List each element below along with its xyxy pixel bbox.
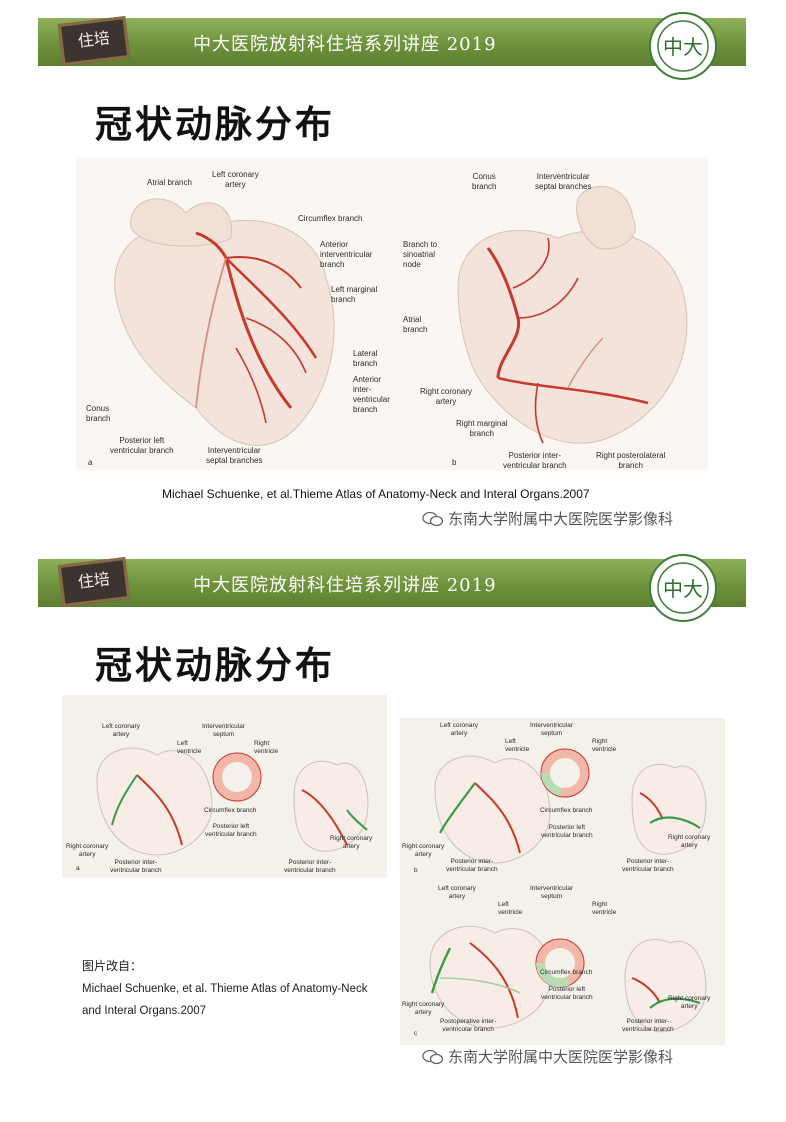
label-left-ventricle: Left ventricle [177, 740, 202, 755]
wechat-icon [422, 511, 444, 526]
chalkboard-badge: 住培 [57, 557, 131, 607]
label-atrial-branch: Atrial branch [147, 178, 192, 187]
label-circumflex-branch: Circumflex branch [204, 807, 257, 814]
label-posterior-interventricular-branch-2: Posterior inter- ventricular branch [622, 858, 674, 873]
diagram-panel-c: Left coronary artery Interventricular se… [400, 883, 725, 1045]
label-left-coronary-artery: Left coronary artery [212, 170, 259, 189]
label-right-coronary-artery: Right coronary artery [420, 387, 473, 406]
label-right-coronary-artery-2: Right coronary artery [668, 834, 711, 849]
label-posterior-interventricular-branch: Posterior inter- ventricular branch [446, 858, 498, 873]
label-interventricular-septum: Interventricular septum [530, 885, 573, 900]
label-interventricular-septal-branches: Interventricular septal branches [206, 446, 263, 465]
label-left-coronary-artery: Left coronary artery [440, 722, 478, 737]
label-right-coronary-artery: Right coronary artery [402, 843, 445, 858]
label-posterior-left-ventricular-branch: Posterior left ventricular branch [110, 436, 174, 455]
label-postoperative-interventricular-branch: Postoperative inter- ventricular branch [440, 1018, 497, 1033]
label-right-ventricle: Right ventricle [254, 740, 279, 755]
figure-b-letter: b [452, 458, 457, 467]
watermark-text: 东南大学附属中大医院医学影像科 [448, 1048, 674, 1066]
panel-c-drawing [429, 925, 707, 1033]
panel-b-drawing [434, 748, 707, 864]
label-posterior-left-ventricular-branch: Posterior left ventricular branch [541, 824, 593, 839]
header-banner: 中大医院放射科住培系列讲座 2019 [38, 18, 746, 66]
diagram-panel-a: Left coronary artery Interventricular se… [62, 695, 387, 878]
logo-text: 中大 [663, 35, 703, 59]
label-circumflex-branch: Circumflex branch [540, 969, 593, 976]
watermark: 东南大学附属中大医院医学影像科 [422, 1046, 673, 1067]
figure-caption: Michael Schuenke, et al.Thieme Atlas of … [162, 487, 590, 501]
wechat-icon [422, 1049, 444, 1064]
watermark-text: 东南大学附属中大医院医学影像科 [448, 510, 674, 528]
label-right-marginal-branch: Right marginal branch [456, 419, 508, 438]
label-posterior-left-ventricular-branch: Posterior left ventricular branch [205, 823, 257, 838]
hospital-logo: 中大 [649, 554, 717, 622]
heart-anterior-figure [76, 158, 418, 470]
label-left-coronary-artery: Left coronary artery [102, 723, 140, 738]
header-banner: 中大医院放射科住培系列讲座 2019 [38, 559, 746, 607]
logo-text: 中大 [663, 577, 703, 601]
label-right-coronary-artery: Right coronary artery [402, 1001, 445, 1016]
label-posterior-interventricular-branch: Posterior inter- ventricular branch [110, 859, 162, 874]
label-right-coronary-artery-2: Right coronary artery [330, 835, 373, 850]
label-anterior-interventricular-branch: Anterior interventricular branch [320, 240, 373, 269]
label-interventricular-septal-branches-b: Interventricular septal branches [535, 172, 592, 191]
label-interventricular-septum: Interventricular septum [202, 723, 245, 738]
page-title: 冠状动脉分布 [95, 103, 335, 146]
label-right-coronary-artery-2: Right coronary artery [668, 995, 711, 1010]
panel-a-drawing [96, 747, 369, 856]
label-left-ventricle: Left ventricle [498, 901, 523, 916]
label-posterior-left-ventricular-branch: Posterior left ventricular branch [541, 986, 593, 1001]
slide-2: 中大医院放射科住培系列讲座 2019 住培 中大 冠状动脉分布 Left cor… [0, 540, 786, 1122]
label-left-ventricle: Left ventricle [505, 738, 530, 753]
label-posterior-interventricular-branch-2: Posterior inter- ventricular branch [284, 859, 336, 874]
label-posterior-interventricular-branch: Posterior inter- ventricular branch [503, 451, 567, 470]
label-branch-to-sinoatrial-node: Branch to sinoatrial node [403, 240, 438, 269]
slide-1: 中大医院放射科住培系列讲座 2019 住培 中大 冠状动脉分布 Atrial b… [0, 0, 786, 540]
label-interventricular-septum: Interventricular septum [530, 722, 573, 737]
header-title: 中大医院放射科住培系列讲座 2019 [193, 34, 497, 55]
label-conus-branch: Conus branch [86, 404, 111, 423]
label-posterior-interventricular-branch-2: Posterior inter- ventricular branch [622, 1018, 674, 1033]
label-right-coronary-artery: Right coronary artery [66, 843, 109, 858]
label-right-ventricle: Right ventricle [592, 901, 617, 916]
panel-b-letter: b [414, 867, 418, 874]
label-conus-branch-b: Conus branch [472, 172, 497, 191]
label-right-ventricle: Right ventricle [592, 738, 617, 753]
panel-c-letter: c [414, 1030, 418, 1037]
label-lateral-branch: Lateral branch [353, 349, 378, 368]
source-title: 图片改自： [82, 959, 143, 973]
panel-a-letter: a [76, 865, 80, 872]
figure-a-letter: a [88, 458, 93, 467]
label-left-marginal-branch: Left marginal branch [331, 285, 378, 304]
page-title: 冠状动脉分布 [95, 644, 335, 687]
heart-posterior-figure [418, 158, 708, 470]
label-right-posterolateral-branch: Right posterolateral branch [596, 451, 666, 470]
label-left-coronary-artery: Left coronary artery [438, 885, 476, 900]
header-title: 中大医院放射科住培系列讲座 2019 [193, 575, 497, 596]
hospital-logo: 中大 [649, 12, 717, 80]
diagram-panel-b: Left coronary artery Interventricular se… [400, 718, 725, 883]
label-circumflex-branch: Circumflex branch [298, 214, 363, 223]
source-text: Michael Schuenke, et al. Thieme Atlas of… [82, 983, 368, 1017]
label-atrial-branch-b: Atrial branch [403, 315, 428, 334]
label-circumflex-branch: Circumflex branch [540, 807, 593, 814]
label-anterior-interventricular-branch-2: Anterior inter- ventricular branch [353, 375, 390, 414]
chalkboard-badge: 住培 [57, 16, 131, 66]
watermark: 东南大学附属中大医院医学影像科 [422, 508, 673, 529]
